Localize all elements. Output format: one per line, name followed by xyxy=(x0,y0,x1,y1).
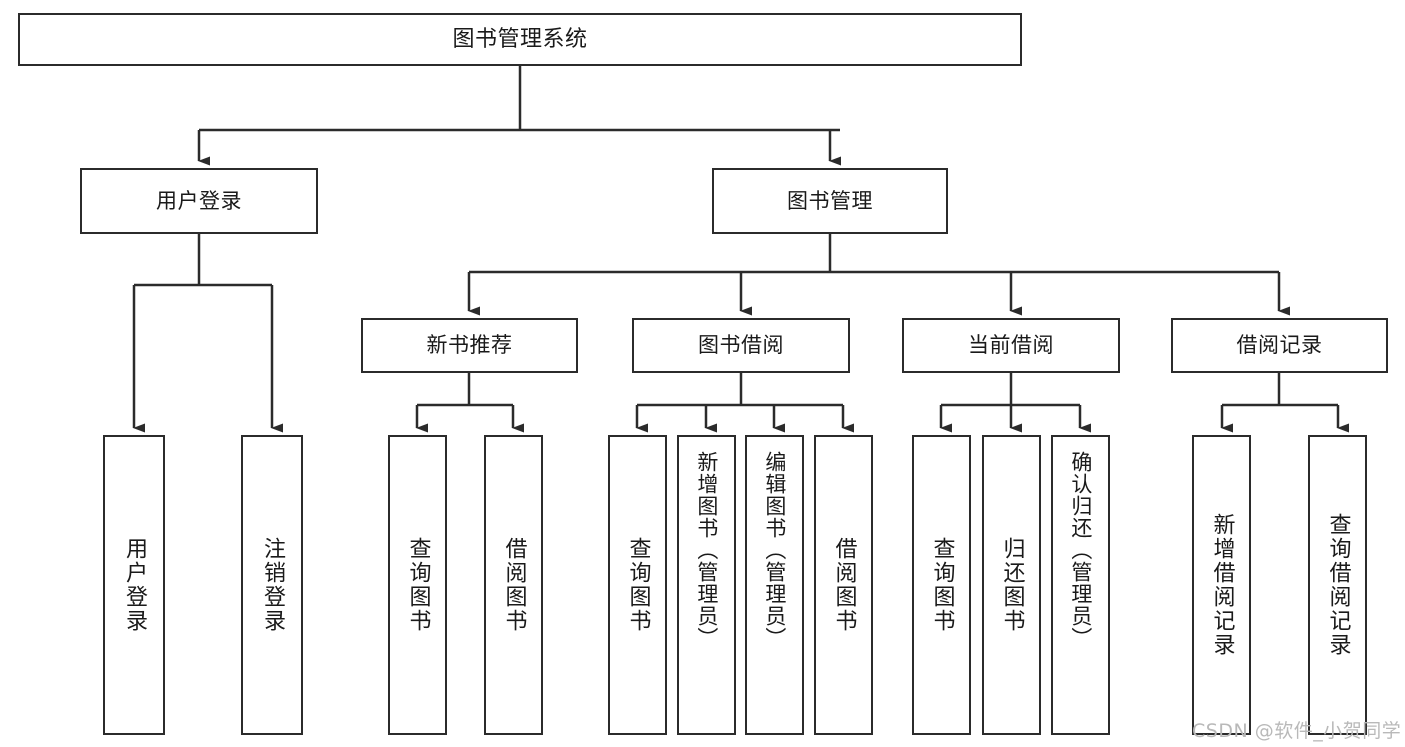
leaf-confirm-return-admin-label: 确认归还（管理员） xyxy=(1068,451,1093,649)
node-new-book-recommend-label: 新书推荐 xyxy=(426,333,513,358)
leaf-borrow-book-borrow[interactable]: 借阅图书 xyxy=(814,435,873,735)
node-borrow-records[interactable]: 借阅记录 xyxy=(1171,318,1388,373)
leaf-edit-book-admin[interactable]: 编辑图书（管理员） xyxy=(745,435,804,735)
leaf-logout[interactable]: 注销登录 xyxy=(241,435,303,735)
node-book-borrow-label: 图书借阅 xyxy=(698,333,784,358)
leaf-query-book-newbook[interactable]: 查询图书 xyxy=(388,435,447,735)
node-book-management-label: 图书管理 xyxy=(787,188,873,213)
node-borrow-records-label: 借阅记录 xyxy=(1236,333,1323,358)
node-root-label: 图书管理系统 xyxy=(452,26,588,52)
leaf-add-book-admin-label: 新增图书（管理员） xyxy=(694,451,719,649)
node-user-login[interactable]: 用户登录 xyxy=(80,168,318,234)
node-root[interactable]: 图书管理系统 xyxy=(18,13,1022,66)
node-new-book-recommend[interactable]: 新书推荐 xyxy=(361,318,578,373)
watermark: CSDN @软件_小贺同学 xyxy=(1192,720,1402,742)
leaf-borrow-book-newbook[interactable]: 借阅图书 xyxy=(484,435,543,735)
leaf-edit-book-admin-label: 编辑图书（管理员） xyxy=(762,451,787,649)
leaf-user-login[interactable]: 用户登录 xyxy=(103,435,165,735)
leaf-user-login-label: 用户登录 xyxy=(121,537,147,633)
leaf-query-borrow-record[interactable]: 查询借阅记录 xyxy=(1308,435,1367,735)
leaf-return-book-label: 归还图书 xyxy=(999,537,1025,633)
leaf-query-book-borrow[interactable]: 查询图书 xyxy=(608,435,667,735)
leaf-logout-label: 注销登录 xyxy=(259,537,285,633)
leaf-query-book-current-label: 查询图书 xyxy=(929,537,955,633)
leaf-query-book-newbook-label: 查询图书 xyxy=(405,537,431,633)
leaf-return-book[interactable]: 归还图书 xyxy=(982,435,1041,735)
leaf-add-borrow-record-label: 新增借阅记录 xyxy=(1209,513,1235,657)
node-current-borrow[interactable]: 当前借阅 xyxy=(902,318,1120,373)
leaf-query-borrow-record-label: 查询借阅记录 xyxy=(1325,513,1351,657)
leaf-confirm-return-admin[interactable]: 确认归还（管理员） xyxy=(1051,435,1110,735)
leaf-add-borrow-record[interactable]: 新增借阅记录 xyxy=(1192,435,1251,735)
node-book-management[interactable]: 图书管理 xyxy=(712,168,948,234)
node-book-borrow[interactable]: 图书借阅 xyxy=(632,318,850,373)
node-user-login-label: 用户登录 xyxy=(156,188,242,213)
leaf-borrow-book-newbook-label: 借阅图书 xyxy=(501,537,527,633)
leaf-query-book-current[interactable]: 查询图书 xyxy=(912,435,971,735)
leaf-borrow-book-borrow-label: 借阅图书 xyxy=(831,537,857,633)
leaf-query-book-borrow-label: 查询图书 xyxy=(625,537,651,633)
leaf-add-book-admin[interactable]: 新增图书（管理员） xyxy=(677,435,736,735)
node-current-borrow-label: 当前借阅 xyxy=(968,333,1054,358)
